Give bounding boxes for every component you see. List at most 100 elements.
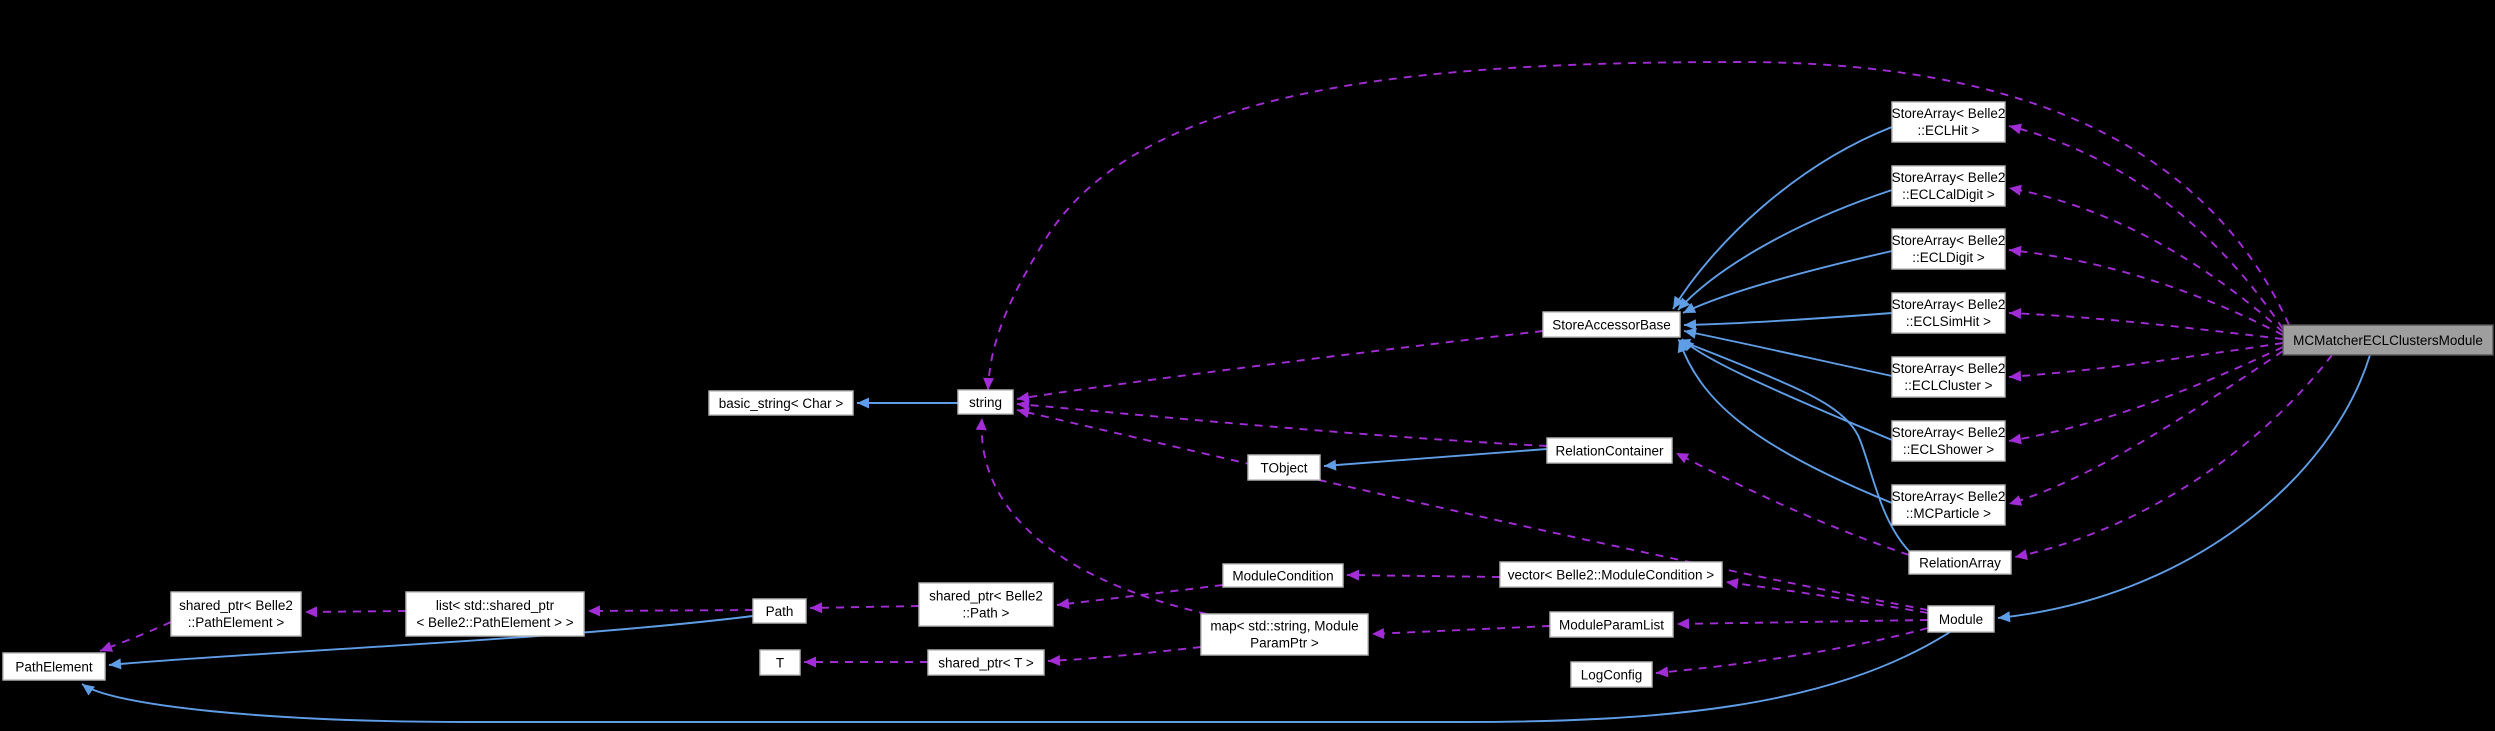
edge-path-pathElement	[108, 615, 754, 670]
edge-saEclCluster-storeAccessorBase	[1683, 327, 1893, 377]
node-box	[1247, 454, 1321, 481]
node-box	[1908, 550, 2012, 575]
node-label: map< std::string, Module	[1210, 619, 1358, 634]
node-string[interactable]: string	[957, 389, 1014, 415]
node-label: PathElement	[15, 660, 93, 675]
edge-relationContainer-tobject	[1323, 448, 1548, 471]
edge-listSptr-sptrPathElement	[304, 606, 407, 618]
node-moduleParamList[interactable]: ModuleParamList	[1549, 611, 1674, 638]
node-label: string	[969, 395, 1002, 410]
node-label: LogConfig	[1581, 668, 1643, 683]
node-label: < Belle2::PathElement > >	[416, 615, 573, 630]
node-label: shared_ptr< T >	[938, 656, 1034, 671]
node-label: MCMatcherECLClustersModule	[2293, 333, 2483, 348]
node-label: ::Path >	[963, 606, 1010, 621]
node-label: StoreArray< Belle2	[1892, 361, 2006, 376]
node-label: StoreArray< Belle2	[1892, 106, 2006, 121]
edge-mcmatcher-saEclCalDigit	[2008, 184, 2284, 333]
node-label: list< std::shared_ptr	[436, 598, 555, 613]
nodes-layer: PathElement shared_ptr< Belle2::PathEleme…	[2, 101, 2494, 688]
edge-mcmatcher-saEclCluster	[2008, 342, 2284, 382]
node-t[interactable]: T	[759, 649, 801, 676]
node-label: shared_ptr< Belle2	[179, 598, 293, 613]
node-vectorMC[interactable]: vector< Belle2::ModuleCondition >	[1499, 561, 1723, 588]
node-label: ::ECLCluster >	[1904, 378, 1992, 393]
node-label: ::ECLCalDigit >	[1902, 187, 1995, 202]
node-tobject[interactable]: TObject	[1247, 454, 1321, 481]
edge-relationContainer-string	[1016, 399, 1548, 447]
edge-moduleCondition-sptrPath	[1056, 584, 1224, 610]
node-box	[1200, 613, 1369, 656]
node-saEclDigit[interactable]: StoreArray< Belle2::ECLDigit >	[1891, 228, 2006, 270]
edge-module-logConfig	[1655, 627, 1929, 678]
node-box	[1891, 420, 2006, 462]
node-relationContainer[interactable]: RelationContainer	[1546, 437, 1673, 464]
node-box	[1549, 611, 1674, 638]
node-box	[1891, 484, 2006, 526]
node-box	[1542, 311, 1681, 338]
edge-saEclDigit-storeAccessorBase	[1682, 250, 1893, 314]
node-box	[1891, 292, 2006, 334]
edge-vectorMC-moduleCondition	[1346, 569, 1501, 581]
edge-sptrPath-path	[809, 602, 920, 614]
node-moduleCondition[interactable]: ModuleCondition	[1222, 563, 1344, 588]
node-listSptr[interactable]: list< std::shared_ptr< Belle2::PathEleme…	[405, 591, 585, 637]
node-box	[1927, 605, 1995, 633]
node-label: StoreAccessorBase	[1552, 318, 1671, 333]
node-box	[708, 390, 854, 416]
node-storeAccessorBase[interactable]: StoreAccessorBase	[1542, 311, 1681, 338]
node-box	[752, 598, 807, 624]
node-path[interactable]: Path	[752, 598, 807, 624]
node-box	[927, 649, 1045, 676]
node-saMCParticle[interactable]: StoreArray< Belle2::MCParticle >	[1891, 484, 2006, 526]
node-label: StoreArray< Belle2	[1892, 489, 2006, 504]
node-label: ::ECLShower >	[1903, 442, 1994, 457]
edge-relationArray-storeAccessorBase	[1677, 338, 1910, 552]
edge-mcmatcher-module	[1997, 354, 2371, 623]
node-saEclCalDigit[interactable]: StoreArray< Belle2::ECLCalDigit >	[1891, 165, 2006, 207]
edge-module-pathElement	[81, 631, 1951, 723]
node-mcmatcher[interactable]: MCMatcherECLClustersModule	[2282, 324, 2494, 356]
node-label: ::ECLDigit >	[1912, 250, 1985, 265]
node-box	[405, 591, 585, 637]
node-label: ::PathElement >	[188, 615, 285, 630]
node-label: StoreArray< Belle2	[1892, 233, 2006, 248]
node-saEclHit[interactable]: StoreArray< Belle2::ECLHit >	[1891, 101, 2006, 143]
node-saEclCluster[interactable]: StoreArray< Belle2::ECLCluster >	[1891, 356, 2006, 398]
node-module[interactable]: Module	[1927, 605, 1995, 633]
node-sptrPath[interactable]: shared_ptr< Belle2::Path >	[918, 582, 1054, 627]
edge-relationArray-relationContainer	[1675, 452, 1910, 556]
node-relationArray[interactable]: RelationArray	[1908, 550, 2012, 575]
edge-map-sptrT	[1047, 646, 1202, 666]
node-saEclShower[interactable]: StoreArray< Belle2::ECLShower >	[1891, 420, 2006, 462]
node-sptrPathElement[interactable]: shared_ptr< Belle2::PathElement >	[170, 591, 302, 637]
node-box	[1570, 661, 1653, 688]
edge-module-moduleParamList	[1676, 618, 1929, 630]
node-box	[918, 582, 1054, 627]
edge-saMCParticle-storeAccessorBase	[1677, 339, 1893, 504]
node-box	[1222, 563, 1344, 588]
edge-saEclHit-storeAccessorBase	[1672, 126, 1893, 310]
edge-map-string	[975, 417, 1208, 615]
node-label: StoreArray< Belle2	[1892, 425, 2006, 440]
node-saEclSimHit[interactable]: StoreArray< Belle2::ECLSimHit >	[1891, 292, 2006, 334]
edges-layer	[81, 61, 2371, 723]
node-box	[1891, 165, 2006, 207]
node-basicString[interactable]: basic_string< Char >	[708, 390, 854, 416]
node-box	[1891, 356, 2006, 398]
node-label: Module	[1939, 612, 1983, 627]
node-box	[2, 652, 106, 681]
edge-module-string	[1016, 407, 1929, 611]
node-label: shared_ptr< Belle2	[929, 589, 1043, 604]
node-sptrT[interactable]: shared_ptr< T >	[927, 649, 1045, 676]
node-box	[759, 649, 801, 676]
node-pathElement[interactable]: PathElement	[2, 652, 106, 681]
node-label: RelationContainer	[1555, 444, 1664, 459]
edge-storeAccessorBase-string	[1016, 330, 1544, 403]
node-label: T	[776, 656, 784, 671]
node-logConfig[interactable]: LogConfig	[1570, 661, 1653, 688]
edge-mcmatcher-string	[983, 61, 2290, 391]
node-label: ::ECLHit >	[1918, 123, 1980, 138]
